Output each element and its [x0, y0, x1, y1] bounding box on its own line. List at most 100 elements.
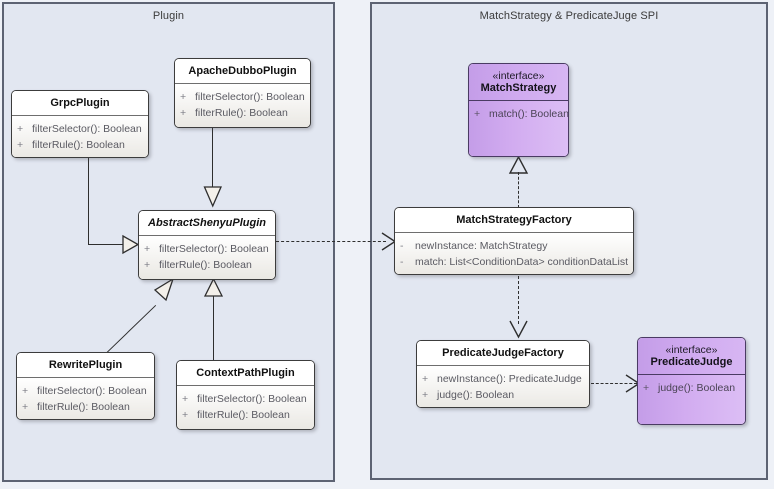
- interface-title-match-strategy: «interface» MatchStrategy: [469, 64, 568, 102]
- class-box-predicate-judge-factory[interactable]: PredicateJudgeFactory + newInstance(): P…: [416, 340, 590, 408]
- generalization-arrowhead-rewrite: [153, 277, 175, 302]
- class-name-abstract-shenyu-plugin: AbstractShenyuPlugin: [148, 217, 266, 229]
- connector-predicatefactory-to-predicatejudge-dashed: [591, 383, 637, 384]
- class-box-apache-dubbo-plugin[interactable]: ApacheDubboPlugin + filterSelector(): Bo…: [174, 58, 311, 128]
- class-name-apache-dubbo-plugin: ApacheDubboPlugin: [188, 65, 297, 77]
- class-member-row: + newInstance(): PredicateJudge: [422, 371, 583, 387]
- generalization-arrowhead-grpc: [122, 234, 140, 255]
- connector-contextpath-to-abstract-vertical: [213, 295, 215, 360]
- package-plugin-title: Plugin: [152, 10, 185, 22]
- class-member-row: + filterSelector(): Boolean: [180, 89, 305, 105]
- interface-box-match-strategy[interactable]: «interface» MatchStrategy + match(): Boo…: [468, 63, 569, 157]
- class-member-row: + filterRule(): Boolean: [182, 407, 308, 423]
- member-visibility: +: [22, 401, 29, 414]
- connector-matchfactory-to-predicatefactory-dashed: [518, 276, 519, 324]
- class-member-row: - newInstance: MatchStrategy: [400, 238, 627, 254]
- member-visibility: +: [17, 139, 24, 152]
- class-member-row: + filterSelector(): Boolean: [144, 241, 269, 257]
- connector-matchfactory-to-matchstrategy-dashed: [518, 172, 519, 208]
- interface-box-predicate-judge[interactable]: «interface» PredicateJudge + judge(): Bo…: [637, 337, 746, 425]
- class-name-predicate-judge-factory: PredicateJudgeFactory: [442, 347, 564, 359]
- member-signature: match: List<ConditionData> conditionData…: [415, 256, 629, 269]
- connector-abstract-to-matchfactory-dashed: [276, 241, 386, 242]
- class-members-rewrite-plugin: + filterSelector(): Boolean + filterRule…: [17, 377, 154, 419]
- class-title-context-path-plugin: ContextPathPlugin: [177, 361, 314, 386]
- member-visibility: +: [144, 242, 151, 255]
- class-title-apache-dubbo-plugin: ApacheDubboPlugin: [175, 59, 310, 84]
- class-members-abstract-shenyu-plugin: + filterSelector(): Boolean + filterRule…: [139, 235, 275, 279]
- member-visibility: -: [400, 256, 404, 269]
- member-visibility: +: [422, 372, 429, 385]
- member-visibility: +: [474, 108, 481, 121]
- member-signature: filterSelector(): Boolean: [197, 392, 307, 405]
- class-member-row: - match: List<ConditionData> conditionDa…: [400, 254, 629, 270]
- class-name-grpc-plugin: GrpcPlugin: [50, 97, 110, 109]
- member-signature: filterRule(): Boolean: [159, 259, 252, 272]
- class-box-grpc-plugin[interactable]: GrpcPlugin + filterSelector(): Boolean +…: [11, 90, 149, 158]
- member-signature: filterRule(): Boolean: [37, 401, 130, 414]
- dependency-arrowhead-predicatejudgefactory: [509, 320, 528, 339]
- class-box-abstract-shenyu-plugin[interactable]: AbstractShenyuPlugin + filterSelector():…: [138, 210, 276, 280]
- member-signature: filterRule(): Boolean: [197, 409, 290, 422]
- class-title-predicate-judge-factory: PredicateJudgeFactory: [417, 341, 589, 366]
- class-member-row: + judge(): Boolean: [422, 387, 583, 403]
- class-title-grpc-plugin: GrpcPlugin: [12, 91, 148, 116]
- member-signature: newInstance: MatchStrategy: [415, 239, 548, 252]
- class-box-match-strategy-factory[interactable]: MatchStrategyFactory - newInstance: Matc…: [394, 207, 634, 275]
- class-box-context-path-plugin[interactable]: ContextPathPlugin + filterSelector(): Bo…: [176, 360, 315, 430]
- member-signature: judge(): Boolean: [437, 389, 515, 402]
- package-spi-title: MatchStrategy & PredicateJuge SPI: [479, 10, 659, 22]
- interface-members-match-strategy: + match(): Boolean: [469, 101, 568, 156]
- class-members-context-path-plugin: + filterSelector(): Boolean + filterRule…: [177, 385, 314, 429]
- class-member-row: + filterRule(): Boolean: [22, 399, 148, 415]
- member-signature: filterSelector(): Boolean: [32, 122, 142, 135]
- member-visibility: +: [17, 122, 24, 135]
- class-member-row: + filterSelector(): Boolean: [182, 391, 308, 407]
- class-members-predicate-judge-factory: + newInstance(): PredicateJudge + judge(…: [417, 365, 589, 407]
- class-name-context-path-plugin: ContextPathPlugin: [196, 367, 295, 379]
- class-member-row: + match(): Boolean: [474, 106, 568, 122]
- member-signature: newInstance(): PredicateJudge: [437, 372, 582, 385]
- realization-arrowhead-matchstrategy: [508, 155, 529, 174]
- interface-name-match-strategy: MatchStrategy: [480, 82, 557, 95]
- interface-name-predicate-judge: PredicateJudge: [650, 356, 733, 369]
- class-member-row: + filterSelector(): Boolean: [22, 383, 148, 399]
- member-visibility: +: [22, 384, 29, 397]
- connector-dubbo-to-abstract-vertical: [212, 128, 214, 188]
- class-member-row: + filterRule(): Boolean: [180, 105, 304, 121]
- connector-grpc-to-abstract-vertical: [88, 158, 90, 245]
- class-title-match-strategy-factory: MatchStrategyFactory: [395, 208, 633, 233]
- member-visibility: +: [422, 389, 429, 402]
- member-visibility: +: [643, 382, 650, 395]
- interface-title-predicate-judge: «interface» PredicateJudge: [638, 338, 745, 376]
- class-title-rewrite-plugin: RewritePlugin: [17, 353, 154, 378]
- member-visibility: +: [182, 409, 189, 422]
- class-member-row: + filterSelector(): Boolean: [17, 121, 142, 137]
- member-signature: filterSelector(): Boolean: [195, 90, 305, 103]
- stereotype-label-predicate-judge: «interface»: [665, 344, 718, 356]
- member-visibility: +: [182, 392, 189, 405]
- member-visibility: -: [400, 239, 404, 252]
- class-member-row: + judge(): Boolean: [643, 380, 739, 396]
- class-members-apache-dubbo-plugin: + filterSelector(): Boolean + filterRule…: [175, 83, 310, 127]
- class-members-grpc-plugin: + filterSelector(): Boolean + filterRule…: [12, 115, 148, 157]
- interface-members-predicate-judge: + judge(): Boolean: [638, 375, 745, 424]
- member-signature: judge(): Boolean: [658, 382, 736, 395]
- class-name-match-strategy-factory: MatchStrategyFactory: [456, 214, 572, 226]
- member-signature: filterSelector(): Boolean: [37, 384, 147, 397]
- generalization-arrowhead-dubbo: [203, 186, 222, 208]
- generalization-arrowhead-contextpath: [203, 277, 224, 297]
- member-signature: filterRule(): Boolean: [195, 107, 288, 120]
- member-signature: match(): Boolean: [489, 108, 569, 121]
- member-visibility: +: [180, 90, 187, 103]
- class-name-rewrite-plugin: RewritePlugin: [48, 359, 123, 371]
- class-title-abstract-shenyu-plugin: AbstractShenyuPlugin: [139, 211, 275, 236]
- class-box-rewrite-plugin[interactable]: RewritePlugin + filterSelector(): Boolea…: [16, 352, 155, 420]
- member-signature: filterSelector(): Boolean: [159, 242, 269, 255]
- class-members-match-strategy-factory: - newInstance: MatchStrategy - match: Li…: [395, 232, 633, 274]
- class-member-row: + filterRule(): Boolean: [144, 257, 269, 273]
- stereotype-label-match-strategy: «interface»: [492, 70, 545, 82]
- connector-grpc-to-abstract-horizontal: [88, 244, 124, 246]
- member-visibility: +: [144, 259, 151, 272]
